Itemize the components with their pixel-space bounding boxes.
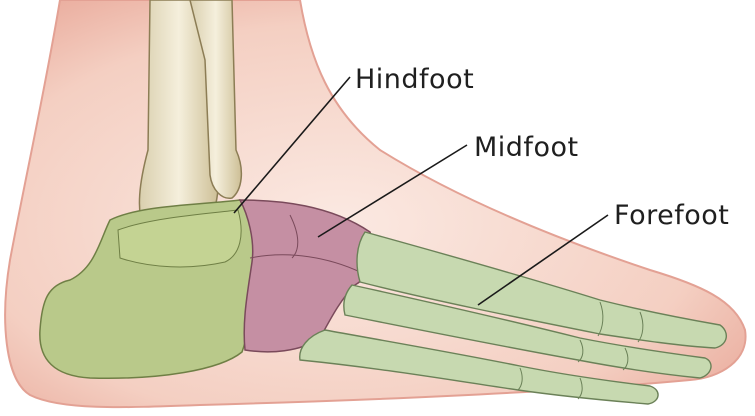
midfoot-label: Midfoot bbox=[474, 134, 579, 161]
forefoot-label: Forefoot bbox=[614, 202, 729, 229]
hindfoot-label: Hindfoot bbox=[355, 66, 474, 93]
